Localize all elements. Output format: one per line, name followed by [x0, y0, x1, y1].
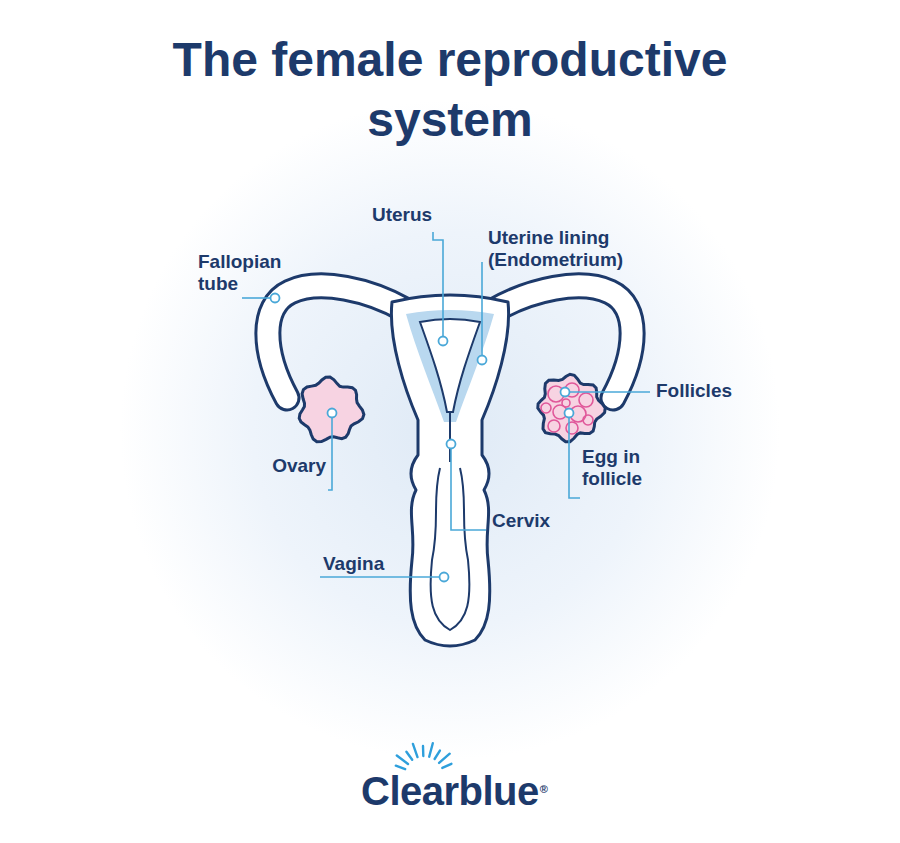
brand-logo: Clearblue [361, 769, 539, 813]
part-label: Fallopian tube [198, 251, 298, 295]
leader-dots [271, 294, 574, 582]
part-label: Follicles [656, 380, 732, 402]
uterine-cavity [420, 319, 480, 412]
uterus-outline [391, 295, 508, 646]
endometrium [406, 310, 494, 422]
diagram-title: The female reproductive system [140, 30, 760, 150]
part-label: Egg in follicle [582, 446, 672, 490]
part-label: Uterus [372, 204, 432, 226]
follicle-texture [541, 383, 593, 434]
ovary-shape [538, 374, 605, 442]
registered-mark: ® [540, 783, 548, 795]
part-label: Uterine lining (Endometrium) [488, 227, 638, 271]
leader-lines [242, 232, 650, 577]
part-label: Ovary [272, 455, 326, 477]
part-label: Vagina [323, 553, 384, 575]
logo-rays [396, 743, 452, 769]
part-label: Cervix [492, 510, 550, 532]
vaginal-canal [431, 468, 470, 630]
background-glow [120, 100, 780, 760]
